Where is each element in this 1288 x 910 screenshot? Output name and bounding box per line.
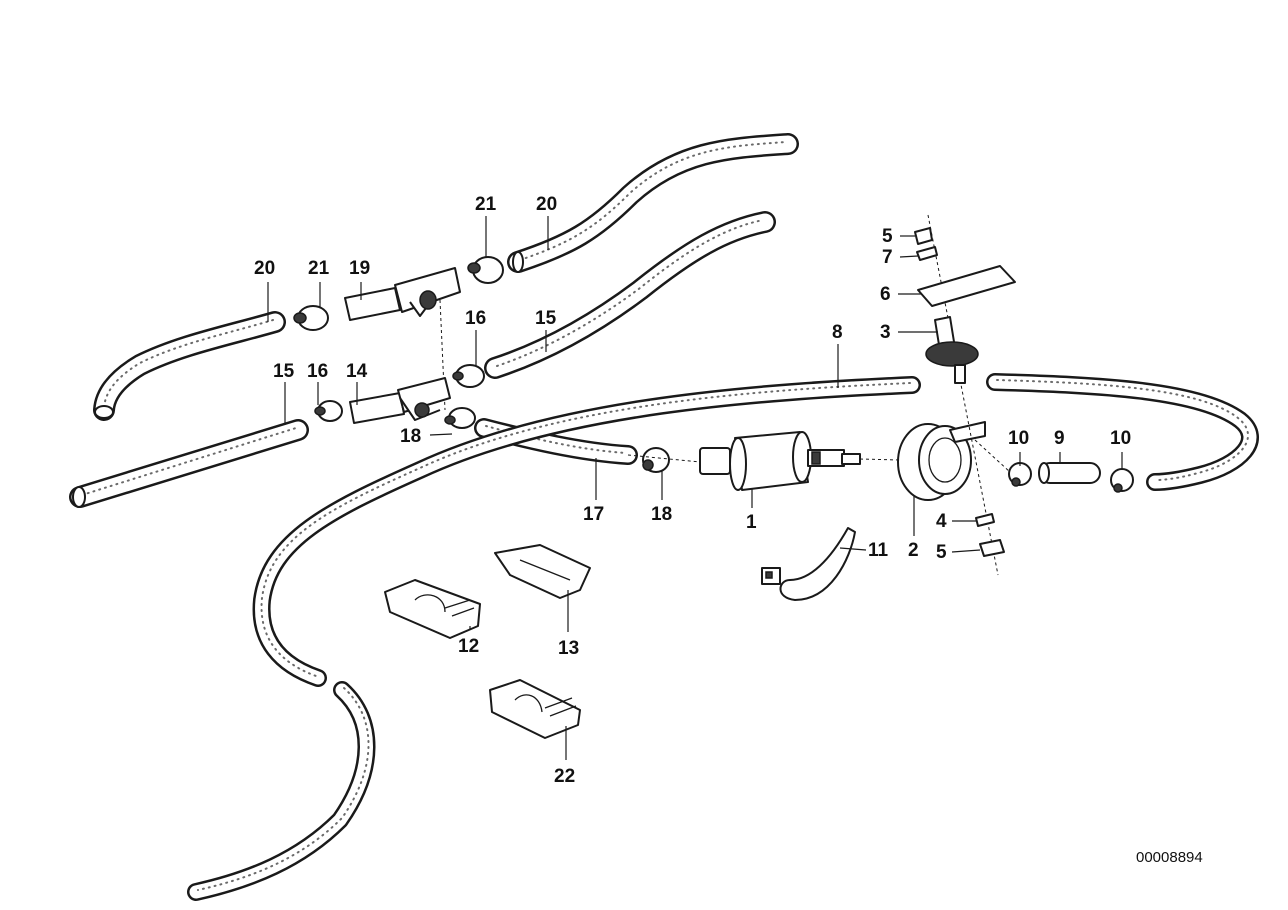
nut-5-upper [914, 227, 933, 245]
callout-18-upper: 18 [400, 426, 421, 447]
callout-2: 2 [908, 540, 919, 561]
hose-8-right [986, 373, 1259, 491]
t-connector-14 [349, 377, 451, 424]
cable-11 [761, 527, 856, 601]
hose-20-left [93, 311, 286, 421]
mount-assembly [914, 214, 1016, 576]
hose-end [512, 251, 524, 273]
callout-15-lower: 15 [273, 361, 295, 382]
callout-5-upper: 5 [882, 226, 893, 247]
callout-6: 6 [880, 284, 891, 305]
hose-8-long [252, 376, 921, 687]
t-connector-19 [344, 267, 461, 411]
clamp-18-upper [444, 407, 476, 429]
callout-21-right: 21 [475, 194, 497, 215]
callout-labels: 20 21 19 21 20 15 16 14 16 15 18 8 17 18… [254, 194, 1131, 787]
holder-12 [384, 579, 481, 639]
clamp-10-left [1008, 462, 1032, 487]
callout-5-lower: 5 [936, 542, 947, 563]
callout-11: 11 [868, 540, 889, 561]
clamp-18-lower [642, 447, 670, 473]
rubber-mount [925, 341, 979, 367]
callout-1: 1 [746, 512, 757, 533]
callout-20-right: 20 [536, 194, 557, 215]
clamp-21-left [293, 305, 329, 331]
hose-9 [1038, 462, 1101, 484]
callout-22: 22 [554, 766, 575, 787]
callout-18-lower: 18 [651, 504, 672, 525]
leader-lines [267, 216, 1123, 760]
holder-13 [494, 544, 591, 599]
callout-15-upper: 15 [535, 308, 557, 329]
callout-4: 4 [936, 511, 947, 532]
bracket-6 [917, 265, 1016, 307]
clamp-10-right [1110, 468, 1134, 493]
callout-7: 7 [882, 247, 893, 268]
nut-5-lower [979, 539, 1005, 557]
callout-21-left: 21 [308, 258, 330, 279]
callout-10-left: 10 [1008, 428, 1029, 449]
reference-number: 00008894 [1136, 849, 1203, 866]
hose-15-upper [484, 211, 776, 379]
clamp-21-right [467, 256, 504, 284]
callout-9: 9 [1054, 428, 1065, 449]
washer-4 [975, 513, 995, 527]
callout-19: 19 [349, 258, 370, 279]
callout-17: 17 [583, 504, 604, 525]
clamp-16-right [452, 364, 485, 388]
fuel-pump-1 [627, 431, 901, 491]
holder-22 [489, 679, 581, 739]
washer-7 [916, 246, 938, 261]
damper-2 [897, 421, 1011, 501]
hose-end [72, 486, 86, 508]
callout-10-right: 10 [1110, 428, 1131, 449]
hose-15-lower [69, 419, 309, 508]
callout-13: 13 [558, 638, 579, 659]
callout-8: 8 [832, 322, 843, 343]
hose-20-upper-right [507, 133, 799, 273]
callout-3: 3 [880, 322, 891, 343]
hose-8-lower [187, 681, 376, 901]
callout-20-left: 20 [254, 258, 275, 279]
callout-14: 14 [346, 361, 368, 382]
callout-16-left: 16 [307, 361, 328, 382]
callout-12: 12 [458, 636, 479, 657]
clamp-16-left [314, 400, 343, 422]
callout-16-right: 16 [465, 308, 486, 329]
hose-end [94, 405, 114, 419]
